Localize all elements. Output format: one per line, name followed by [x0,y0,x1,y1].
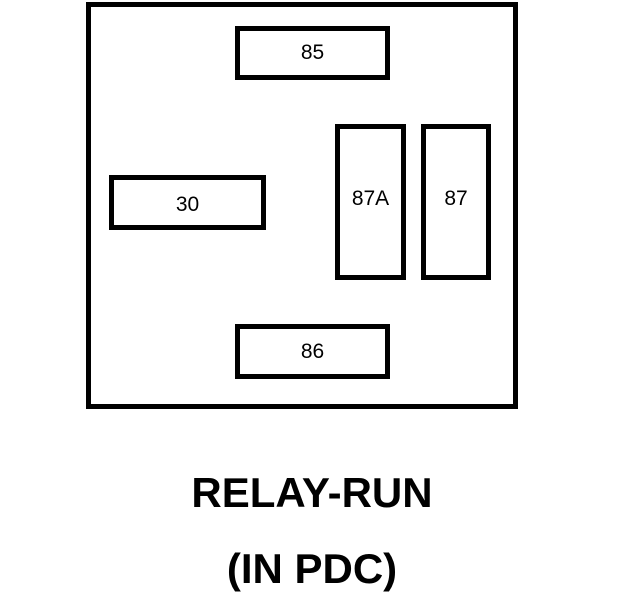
terminal-86-label: 86 [300,339,325,363]
terminal-85-label: 85 [300,41,325,64]
terminal-87: 87 [421,124,491,280]
terminal-30-label: 30 [175,192,200,216]
terminal-87a-label: 87A [351,187,390,210]
terminal-86: 86 [235,324,390,379]
terminal-87a: 87A [335,124,406,280]
relay-location: (IN PDC) [226,545,398,592]
relay-body-outline [86,2,518,409]
terminal-87-label: 87 [444,187,468,210]
relay-title: RELAY-RUN [191,469,433,516]
terminal-85: 85 [235,26,390,80]
terminal-30: 30 [109,175,266,230]
